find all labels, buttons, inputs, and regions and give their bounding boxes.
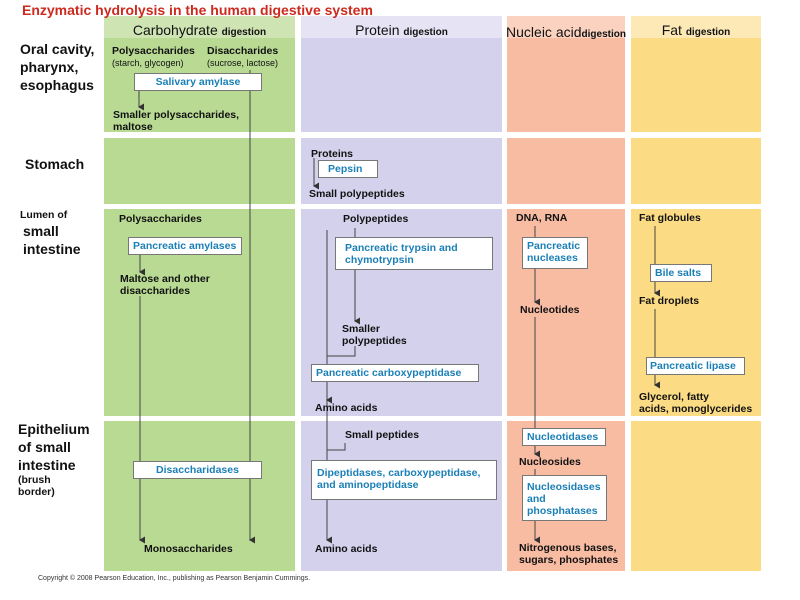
row-label-stomach: Stomach: [25, 156, 85, 172]
carb-smaller-polysaccharides: Smaller polysaccharides, maltose: [113, 109, 239, 133]
carb-polysaccharides: Polysaccharides (starch, glycogen): [112, 45, 195, 69]
protein-amino-acids-epithelium: Amino acids: [315, 543, 378, 555]
carb-disaccharides-sub: (sucrose, lactose): [207, 58, 279, 68]
dipeptidases-box: Dipeptidases, carboxypeptidase, and amin…: [311, 460, 497, 500]
carb-polysaccharides-label: Polysaccharides: [112, 45, 195, 57]
nucleic-header-main: Nucleic acid: [506, 24, 582, 40]
carb-disaccharides-label: Disaccharides: [207, 45, 279, 57]
carb-polysaccharides-lumen: Polysaccharides: [119, 213, 202, 225]
protein-polypeptides: Polypeptides: [343, 213, 409, 225]
bile-salts-box: Bile salts: [650, 264, 712, 282]
nucleotidases-box: Nucleotidases: [522, 428, 606, 446]
carb-header-suffix: digestion: [221, 27, 267, 38]
fat-epithelium-cell: [631, 421, 761, 571]
carb-polysaccharides-sub: (starch, glycogen): [112, 58, 184, 68]
nucleic-header-suffix: digestion: [581, 29, 626, 40]
carb-header-bg: [104, 16, 295, 38]
protein-amino-acids-lumen: Amino acids: [315, 402, 378, 414]
fat-droplets: Fat droplets: [639, 295, 700, 307]
nucleic-oral-cell: [507, 38, 625, 132]
pepsin-box: Pepsin: [318, 160, 378, 178]
nucleic-bases-line2: sugars, phosphates: [519, 554, 619, 566]
protein-column-header: Protein digestion: [301, 22, 502, 38]
carb-disaccharides: Disaccharides (sucrose, lactose): [207, 45, 278, 69]
nucleic-dna-rna: DNA, RNA: [516, 212, 568, 224]
carb-smaller-poly-line2: maltose: [113, 121, 153, 133]
nucleic-bases: Nitrogenous bases, sugars, phosphates: [519, 542, 618, 566]
carb-monosaccharides: Monosaccharides: [144, 543, 233, 555]
nucleic-column-header: Nucleic aciddigestion: [490, 24, 642, 40]
fat-column-header: Fat digestion: [631, 22, 761, 38]
protein-header-main: Protein: [355, 22, 400, 38]
carb-epithelium-cell: [104, 421, 295, 571]
row-label-lumen: Lumen of small intestine: [20, 208, 100, 258]
row-label-lumen-b: small intestine: [23, 223, 81, 257]
nucleic-stomach-cell: [507, 138, 625, 204]
dipeptidases-line2: and aminopeptidase: [317, 479, 419, 491]
trypsin-box: Pancreatic trypsin and chymotrypsin: [335, 237, 493, 270]
fat-oral-cell: [631, 38, 761, 132]
carb-header-main: Carbohydrate: [132, 22, 218, 38]
fat-glycerol: Glycerol, fatty acids, monoglycerides: [639, 391, 752, 415]
trypsin-line2: chymotrypsin: [345, 254, 414, 266]
dipeptidases-line1: Dipeptidases, carboxypeptidase,: [317, 467, 481, 479]
disaccharidases-box: Disaccharidases: [133, 461, 262, 479]
protein-merge-line: [327, 346, 356, 357]
row-label-lumen-a: Lumen of: [20, 209, 68, 221]
nucleic-bases-line1: Nitrogenous bases,: [519, 542, 617, 554]
row-label-epithelium-a: Epithelium of small intestine: [18, 421, 90, 473]
row-label-epithelium: Epithelium of small intestine (brush bor…: [18, 420, 102, 498]
carb-stomach-cell: [104, 138, 295, 204]
nucleases-line1: Pancreatic: [527, 240, 581, 252]
fat-header-bg: [631, 16, 761, 38]
diagram-title: Enzymatic hydrolysis in the human digest…: [22, 2, 373, 18]
salivary-amylase-box: Salivary amylase: [134, 73, 262, 91]
protein-smaller-polypeptides: Smaller polypeptides: [342, 323, 407, 347]
protein-small-polypeptides: Small polypeptides: [309, 188, 405, 200]
carb-column-header: Carbohydrate digestion: [104, 22, 295, 38]
protein-header-bg: [301, 16, 502, 38]
trypsin-line1: Pancreatic trypsin and: [345, 242, 458, 254]
fat-stomach-cell: [631, 138, 761, 204]
carb-smaller-poly-line1: Smaller polysaccharides,: [113, 109, 240, 121]
carboxypeptidase-box: Pancreatic carboxypeptidase: [311, 364, 479, 382]
fat-globules: Fat globules: [639, 212, 701, 224]
nucleosidases-line3: phosphatases: [527, 505, 598, 517]
copyright-notice: Copyright © 2008 Pearson Education, Inc.…: [38, 575, 311, 582]
nucleic-nucleosides: Nucleosides: [519, 456, 581, 468]
row-label-oral: Oral cavity, pharynx, esophagus: [20, 41, 95, 93]
fat-header-main: Fat: [661, 22, 682, 38]
nucleosidases-box: Nucleosidases and phosphatases: [522, 475, 607, 521]
protein-smaller-pp-line2: polypeptides: [342, 335, 407, 347]
row-label-epithelium-b: (brush border): [18, 474, 55, 498]
protein-header-suffix: digestion: [403, 27, 448, 38]
pancreatic-amylases-box: Pancreatic amylases: [128, 237, 242, 255]
nucleases-line2: nucleases: [527, 252, 578, 264]
protein-oral-cell: [301, 38, 502, 132]
protein-small-peptides: Small peptides: [345, 429, 420, 441]
fat-glycerol-line1: Glycerol, fatty: [639, 391, 710, 403]
protein-small-peptides-line: [327, 443, 346, 451]
carb-maltose: Maltose and other disaccharides: [120, 273, 210, 297]
fat-lumen-cell: [631, 209, 761, 416]
fat-header-suffix: digestion: [685, 27, 731, 38]
nucleic-nucleotides: Nucleotides: [520, 304, 580, 316]
pancreatic-lipase-box: Pancreatic lipase: [646, 357, 745, 375]
carb-maltose-line2: disaccharides: [120, 285, 191, 297]
nucleic-header-bg: [507, 16, 625, 38]
protein-proteins: Proteins: [311, 148, 354, 160]
protein-smaller-pp-line1: Smaller: [342, 323, 380, 335]
nucleosidases-line2: and: [527, 493, 546, 505]
pancreatic-nucleases-box: Pancreatic nucleases: [522, 237, 588, 269]
nucleosidases-line1: Nucleosidases: [527, 481, 601, 493]
carb-maltose-line1: Maltose and other: [120, 273, 210, 285]
fat-glycerol-line2: acids, monoglycerides: [639, 403, 753, 415]
